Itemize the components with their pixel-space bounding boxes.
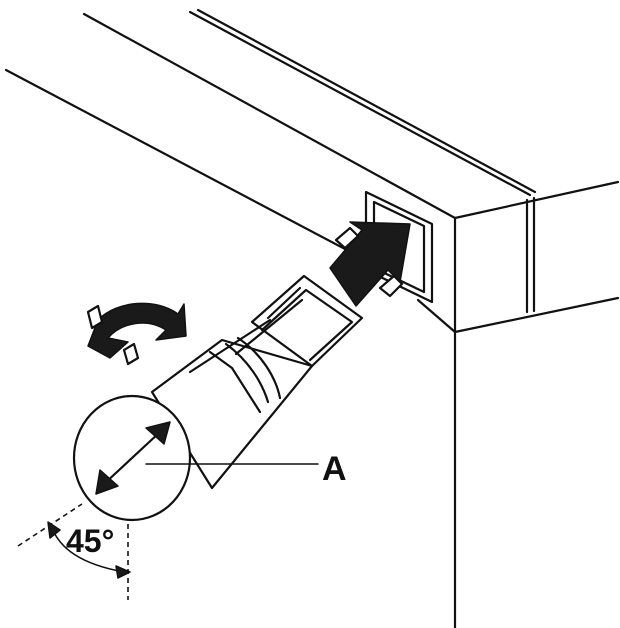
curved-rotate-arrow-icon [86,302,187,366]
insert-arrow-icon [329,221,411,307]
angle-indicator: 45° [17,503,131,600]
callout-a-label: A [322,450,347,488]
angle-label: 45° [66,523,114,559]
double-headed-arrow-icon [95,421,171,495]
callout-a: A [145,450,347,488]
cabinet-box [4,8,620,628]
